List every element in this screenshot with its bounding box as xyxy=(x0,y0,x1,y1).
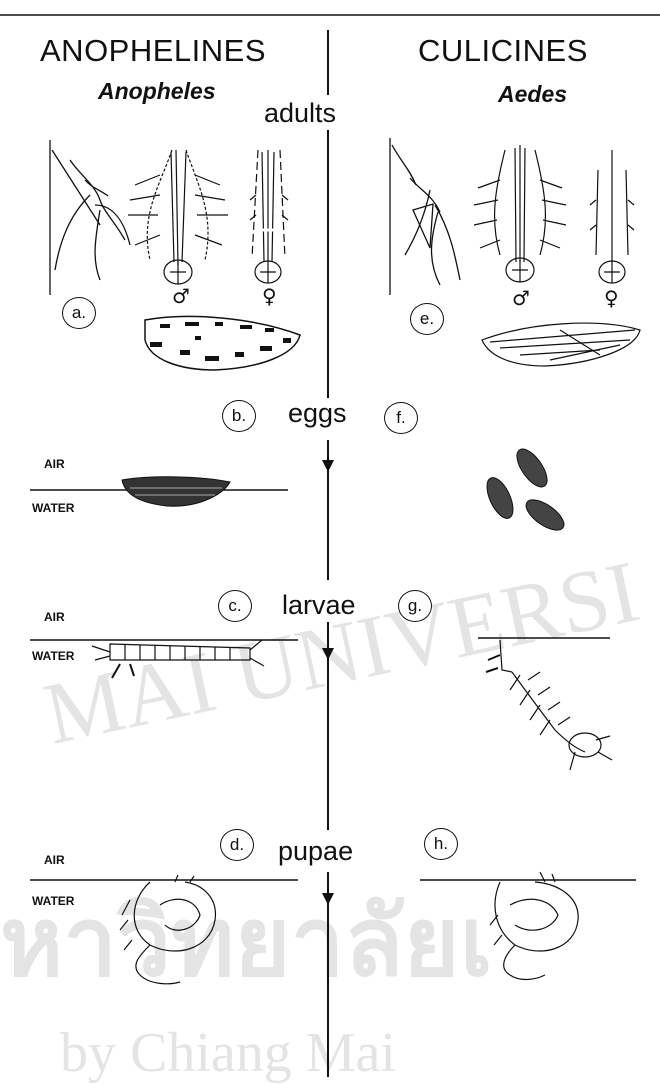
aedes-male-head xyxy=(474,145,566,282)
left-column-genus: Anopheles xyxy=(98,80,216,103)
stage-label-eggs: eggs xyxy=(286,400,349,427)
aedes-wing xyxy=(482,323,640,366)
marker-e: e. xyxy=(410,303,444,335)
marker-a: a. xyxy=(62,297,96,329)
marker-d: d. xyxy=(220,829,254,861)
anopheles-female-head xyxy=(250,150,288,283)
aedes-female-head xyxy=(590,150,634,283)
pupae-air-label: AIR xyxy=(44,854,65,866)
larvae-air-label: AIR xyxy=(44,611,65,623)
anopheles-male-head xyxy=(128,150,228,284)
aedes-pupa xyxy=(420,872,636,980)
marker-g: g. xyxy=(398,590,432,622)
marker-h: h. xyxy=(424,828,458,860)
eggs-water-label: WATER xyxy=(32,502,74,514)
aedes-larva xyxy=(478,638,612,770)
right-column-title: CULICINES xyxy=(418,35,588,66)
stage-label-adults: adults xyxy=(262,100,338,127)
marker-b: b. xyxy=(222,400,256,432)
aedes-female-symbol: ♀ xyxy=(604,286,619,310)
stage-label-larvae: larvae xyxy=(280,592,358,619)
eggs-air-label: AIR xyxy=(44,458,65,470)
anopheles-adult-posture xyxy=(50,140,130,295)
aedes-adult-posture xyxy=(390,138,460,295)
aedes-eggs xyxy=(482,444,569,536)
anopheles-female-symbol: ♀ xyxy=(262,284,277,308)
stage-label-pupae: pupae xyxy=(276,838,355,865)
anopheles-wing xyxy=(145,316,300,370)
marker-c: c. xyxy=(218,590,252,622)
pupae-water-label: WATER xyxy=(32,895,74,907)
aedes-male-symbol: ♂ xyxy=(512,286,530,310)
larvae-water-label: WATER xyxy=(32,650,74,662)
marker-f: f. xyxy=(384,402,418,434)
anopheles-pupa xyxy=(30,875,298,984)
anopheles-male-symbol: ♂ xyxy=(172,284,190,308)
left-column-title: ANOPHELINES xyxy=(40,35,266,66)
right-column-genus: Aedes xyxy=(498,83,567,106)
